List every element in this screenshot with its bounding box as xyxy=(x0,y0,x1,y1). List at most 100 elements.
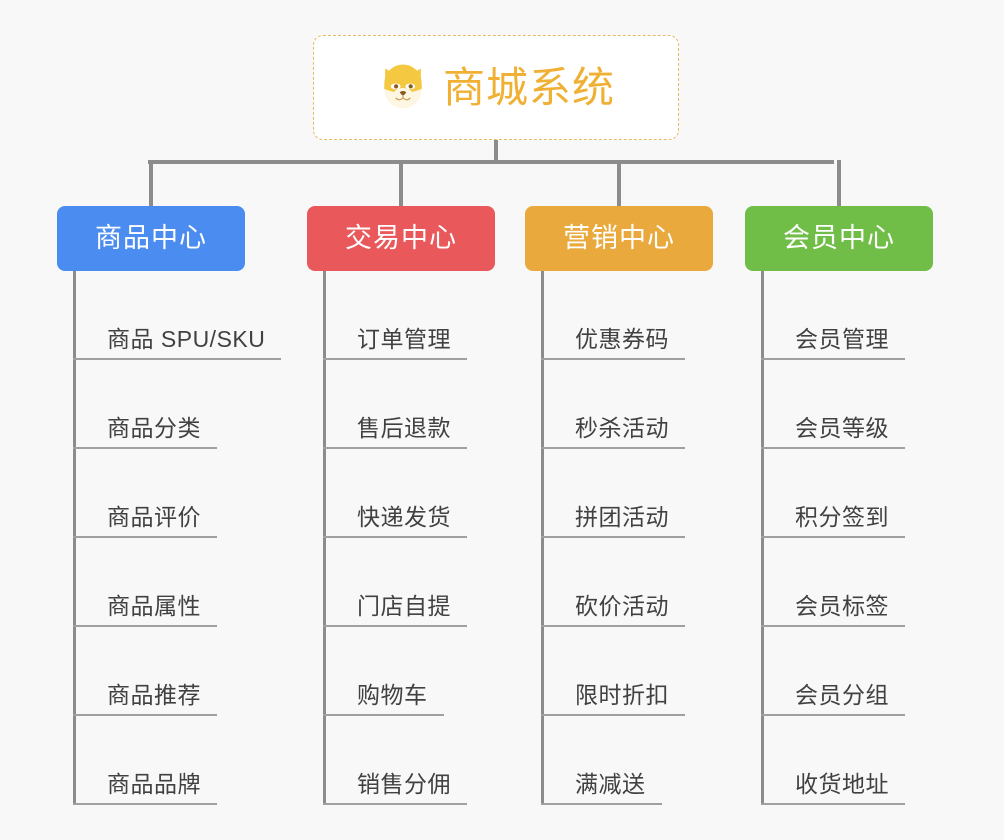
leaf-label: 会员分组 xyxy=(795,682,889,708)
leaf-label: 商品品牌 xyxy=(107,771,201,797)
connector-drop xyxy=(149,160,153,206)
connector-spine xyxy=(73,271,76,805)
leaf-label: 门店自提 xyxy=(357,593,451,619)
leaf-label: 优惠券码 xyxy=(575,326,669,352)
leaf-underline xyxy=(323,714,444,716)
leaf-label: 满减送 xyxy=(575,771,646,797)
leaf-item[interactable]: 优惠券码 xyxy=(541,271,771,360)
root-title: 商城系统 xyxy=(442,63,615,111)
leaf-item[interactable]: 快递发货 xyxy=(323,449,553,538)
leaf-label: 秒杀活动 xyxy=(575,415,669,441)
leaf-underline xyxy=(761,536,905,538)
leaf-label: 快递发货 xyxy=(357,504,451,530)
leaf-underline xyxy=(761,358,905,360)
leaf-underline xyxy=(323,536,467,538)
leaf-item[interactable]: 砍价活动 xyxy=(541,538,771,627)
leaf-underline xyxy=(73,447,217,449)
category-label: 交易中心 xyxy=(345,223,457,253)
category-node[interactable]: 商品中心 xyxy=(57,206,245,271)
connector-spine xyxy=(761,271,764,805)
connector-spine xyxy=(541,271,544,805)
leaf-underline xyxy=(761,447,905,449)
leaf-item[interactable]: 拼团活动 xyxy=(541,449,771,538)
connector-drop xyxy=(399,160,403,206)
leaf-item[interactable]: 商品推荐 xyxy=(73,627,303,716)
leaf-label: 会员管理 xyxy=(795,326,889,352)
leaf-item[interactable]: 销售分佣 xyxy=(323,716,553,805)
leaf-label: 订单管理 xyxy=(357,326,451,352)
leaf-underline xyxy=(761,625,905,627)
connector-drop xyxy=(617,160,621,206)
leaf-item[interactable]: 会员分组 xyxy=(761,627,991,716)
leaf-label: 限时折扣 xyxy=(575,682,669,708)
leaf-item[interactable]: 会员等级 xyxy=(761,360,991,449)
leaf-underline xyxy=(541,714,685,716)
leaf-underline xyxy=(541,358,685,360)
leaf-label: 积分签到 xyxy=(795,504,889,530)
leaf-item[interactable]: 积分签到 xyxy=(761,449,991,538)
leaf-underline xyxy=(761,714,905,716)
leaf-label: 拼团活动 xyxy=(575,504,669,530)
leaf-underline xyxy=(323,803,467,805)
leaf-item[interactable]: 会员标签 xyxy=(761,538,991,627)
leaf-underline xyxy=(541,803,662,805)
leaf-underline xyxy=(541,625,685,627)
leaf-label: 会员等级 xyxy=(795,415,889,441)
leaf-label: 商品 SPU/SKU xyxy=(107,326,266,352)
leaf-item[interactable]: 限时折扣 xyxy=(541,627,771,716)
leaf-item[interactable]: 秒杀活动 xyxy=(541,360,771,449)
leaf-item[interactable]: 收货地址 xyxy=(761,716,991,805)
leaf-item[interactable]: 商品属性 xyxy=(73,538,303,627)
category-node[interactable]: 营销中心 xyxy=(525,206,713,271)
connector-trunk xyxy=(494,140,498,164)
leaf-item[interactable]: 会员管理 xyxy=(761,271,991,360)
connector-spine xyxy=(323,271,326,805)
leaf-underline xyxy=(73,714,217,716)
category-node[interactable]: 交易中心 xyxy=(307,206,495,271)
category-label: 商品中心 xyxy=(95,223,207,253)
leaf-list: 商品 SPU/SKU 商品分类商品评价商品属性商品推荐商品品牌 xyxy=(73,271,303,805)
category-column-3: 营销中心优惠券码秒杀活动拼团活动砍价活动限时折扣满减送 xyxy=(525,160,713,805)
leaf-underline xyxy=(761,803,905,805)
root-node[interactable]: 商城系统 xyxy=(313,35,679,140)
leaf-list: 会员管理会员等级积分签到会员标签会员分组收货地址 xyxy=(761,271,991,805)
leaf-underline xyxy=(541,536,685,538)
category-column-1: 商品中心商品 SPU/SKU 商品分类商品评价商品属性商品推荐商品品牌 xyxy=(57,160,281,805)
leaf-underline xyxy=(323,358,467,360)
leaf-label: 砍价活动 xyxy=(575,593,669,619)
leaf-item[interactable]: 商品分类 xyxy=(73,360,303,449)
leaf-item[interactable]: 商品品牌 xyxy=(73,716,303,805)
leaf-label: 商品推荐 xyxy=(107,682,201,708)
leaf-label: 售后退款 xyxy=(357,415,451,441)
leaf-underline xyxy=(541,447,685,449)
leaf-item[interactable]: 订单管理 xyxy=(323,271,553,360)
leaf-label: 商品评价 xyxy=(107,504,201,530)
category-column-2: 交易中心订单管理售后退款快递发货门店自提购物车销售分佣 xyxy=(307,160,495,805)
leaf-label: 收货地址 xyxy=(795,771,889,797)
category-label: 营销中心 xyxy=(563,223,675,253)
connector-bus xyxy=(148,160,834,164)
leaf-list: 订单管理售后退款快递发货门店自提购物车销售分佣 xyxy=(323,271,553,805)
category-node[interactable]: 会员中心 xyxy=(745,206,933,271)
leaf-item[interactable]: 门店自提 xyxy=(323,538,553,627)
leaf-item[interactable]: 售后退款 xyxy=(323,360,553,449)
leaf-item[interactable]: 商品评价 xyxy=(73,449,303,538)
leaf-label: 商品属性 xyxy=(107,593,201,619)
leaf-label: 会员标签 xyxy=(795,593,889,619)
leaf-underline xyxy=(73,358,281,360)
shiba-dog-face-icon xyxy=(384,63,422,108)
connector-drop xyxy=(837,160,841,206)
category-label: 会员中心 xyxy=(783,223,895,253)
category-column-4: 会员中心会员管理会员等级积分签到会员标签会员分组收货地址 xyxy=(745,160,933,805)
leaf-item[interactable]: 商品 SPU/SKU xyxy=(73,271,303,360)
leaf-item[interactable]: 购物车 xyxy=(323,627,553,716)
leaf-label: 商品分类 xyxy=(107,415,201,441)
leaf-item[interactable]: 满减送 xyxy=(541,716,771,805)
leaf-list: 优惠券码秒杀活动拼团活动砍价活动限时折扣满减送 xyxy=(541,271,771,805)
leaf-underline xyxy=(323,447,467,449)
leaf-label: 购物车 xyxy=(357,682,428,708)
leaf-underline xyxy=(73,803,217,805)
leaf-label: 销售分佣 xyxy=(357,771,451,797)
leaf-underline xyxy=(73,536,217,538)
